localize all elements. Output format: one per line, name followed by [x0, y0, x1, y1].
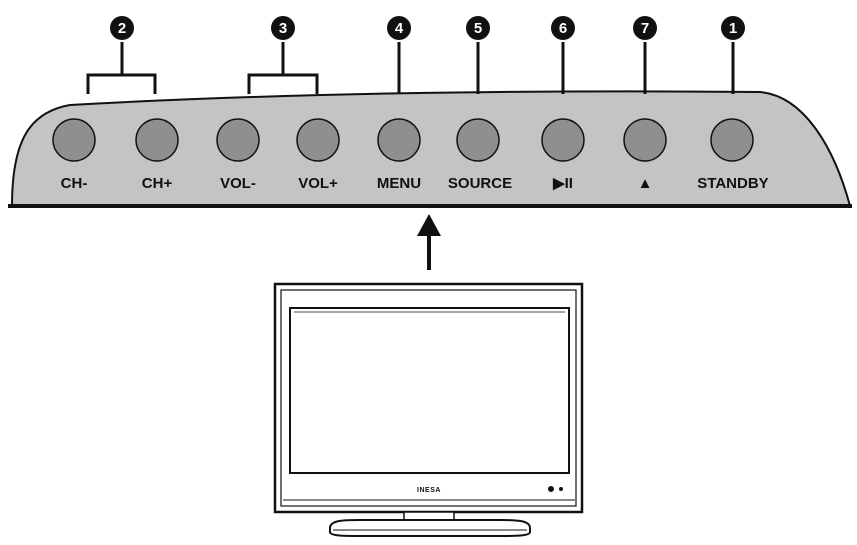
callout-1-badge — [721, 16, 745, 40]
tv-inner-bezel — [280, 289, 577, 507]
up-arrow-icon — [417, 214, 441, 270]
ch-minus-button[interactable] — [52, 118, 96, 162]
callout-7-badge — [633, 16, 657, 40]
play-pause-button[interactable] — [541, 118, 585, 162]
tv-outer-bezel — [273, 282, 584, 514]
buttons-group — [52, 118, 754, 162]
callout-7-number: 7 — [641, 20, 649, 37]
ch-bracket-line — [86, 42, 157, 94]
tv-power-indicator — [548, 486, 554, 492]
vol-plus-button[interactable] — [296, 118, 340, 162]
eject-label: ▲ — [638, 175, 653, 192]
eject-button[interactable] — [623, 118, 667, 162]
ch-plus-label: CH+ — [142, 175, 173, 192]
tv-screen — [289, 307, 570, 474]
callout-badges: 2 3 4 5 6 7 1 — [110, 16, 745, 40]
tv-illustration — [273, 282, 584, 537]
menu-label: MENU — [377, 175, 421, 192]
standby-label: STANDBY — [697, 175, 768, 192]
ch-minus-label: CH- — [61, 175, 88, 192]
callout-3-number: 3 — [279, 20, 287, 37]
callout-4-badge — [387, 16, 411, 40]
callout-6-number: 6 — [559, 20, 567, 37]
ch-plus-button[interactable] — [135, 118, 179, 162]
tv-brand-logo: INESA — [417, 487, 441, 494]
vol-minus-button[interactable] — [216, 118, 260, 162]
leader-lines — [86, 42, 735, 94]
source-label: SOURCE — [448, 175, 512, 192]
callout-3-badge — [271, 16, 295, 40]
callout-6-badge — [551, 16, 575, 40]
callout-2-number: 2 — [118, 20, 126, 37]
callout-1-number: 1 — [729, 20, 737, 37]
play-pause-label: ▶II — [552, 175, 573, 192]
tv-stand-base — [329, 519, 531, 537]
vol-minus-label: VOL- — [220, 175, 256, 192]
callout-2-badge — [110, 16, 134, 40]
callout-4-number: 4 — [395, 20, 404, 37]
menu-button[interactable] — [377, 118, 421, 162]
vol-plus-label: VOL+ — [298, 175, 338, 192]
vol-bracket-line — [247, 42, 319, 94]
callout-5-number: 5 — [474, 20, 482, 37]
standby-button[interactable] — [710, 118, 754, 162]
button-labels: CH- CH+ VOL- VOL+ MENU SOURCE ▶II ▲ STAN… — [61, 175, 769, 192]
source-button[interactable] — [456, 118, 500, 162]
callout-5-badge — [466, 16, 490, 40]
